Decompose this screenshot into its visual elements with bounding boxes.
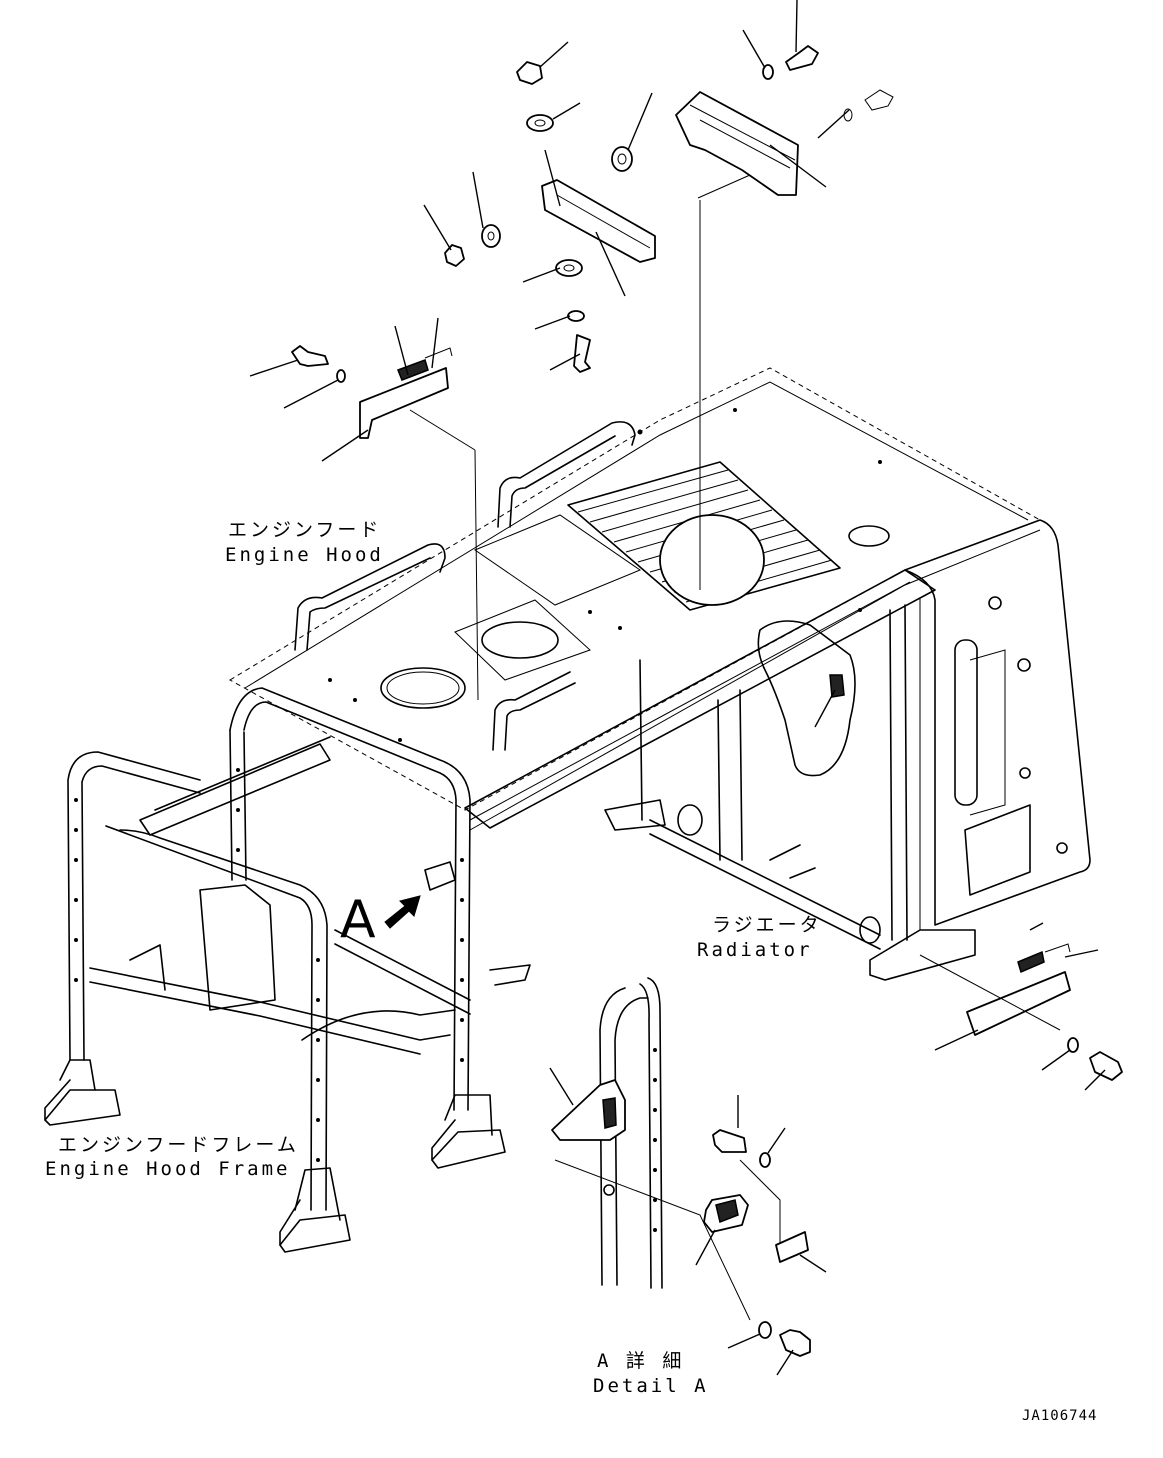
engine-hood-label-en: Engine Hood bbox=[225, 544, 384, 566]
detail-a-view bbox=[549, 977, 827, 1376]
engine-hood-frame bbox=[44, 687, 531, 1253]
radiator-assembly bbox=[604, 604, 976, 981]
engine-hood-frame-label-en: Engine Hood Frame bbox=[45, 1158, 291, 1180]
assembly-guide-lines bbox=[409, 174, 1061, 1321]
front-beam bbox=[464, 569, 936, 829]
radiator-label-en: Radiator bbox=[697, 939, 813, 961]
view-marker-a: A bbox=[340, 890, 376, 950]
radiator-label-jp: ラジエータ bbox=[712, 914, 822, 936]
detail-a-label-en: Detail A bbox=[593, 1375, 709, 1397]
engine-hood-body bbox=[229, 367, 1091, 930]
handrails bbox=[294, 421, 636, 751]
detail-a-label-jp: A 詳 細 bbox=[597, 1350, 685, 1372]
view-direction-arrow-icon bbox=[384, 895, 421, 929]
leader-lines bbox=[249, 0, 1106, 1091]
latch-on-frame bbox=[424, 861, 456, 891]
exploded-top-parts bbox=[291, 45, 1123, 1081]
engine-hood-label-jp: エンジンフード bbox=[228, 519, 382, 541]
engine-hood-frame-label-jp: エンジンフードフレーム bbox=[58, 1134, 299, 1156]
drawing-code: JA106744 bbox=[1022, 1408, 1098, 1424]
